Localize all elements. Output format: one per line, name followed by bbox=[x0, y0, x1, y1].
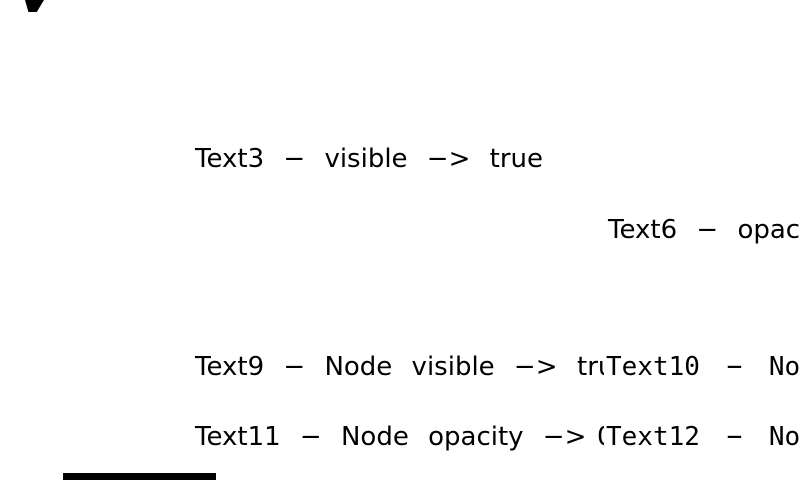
label-text11: Text11 − Node opacity −> bbox=[195, 422, 587, 452]
label-text9: Text9 − Node visible −> bbox=[195, 352, 558, 382]
label-text10: Text10 − Nod bbox=[604, 352, 800, 382]
label-text12: Text12 − Nod bbox=[604, 422, 800, 452]
clipped-glyph-fragment bbox=[25, 0, 44, 12]
label-text3: Text3 − visible −> true bbox=[195, 144, 544, 174]
label-text6: Text6 − opac bbox=[608, 215, 800, 245]
black-bar-fragment bbox=[63, 473, 216, 480]
